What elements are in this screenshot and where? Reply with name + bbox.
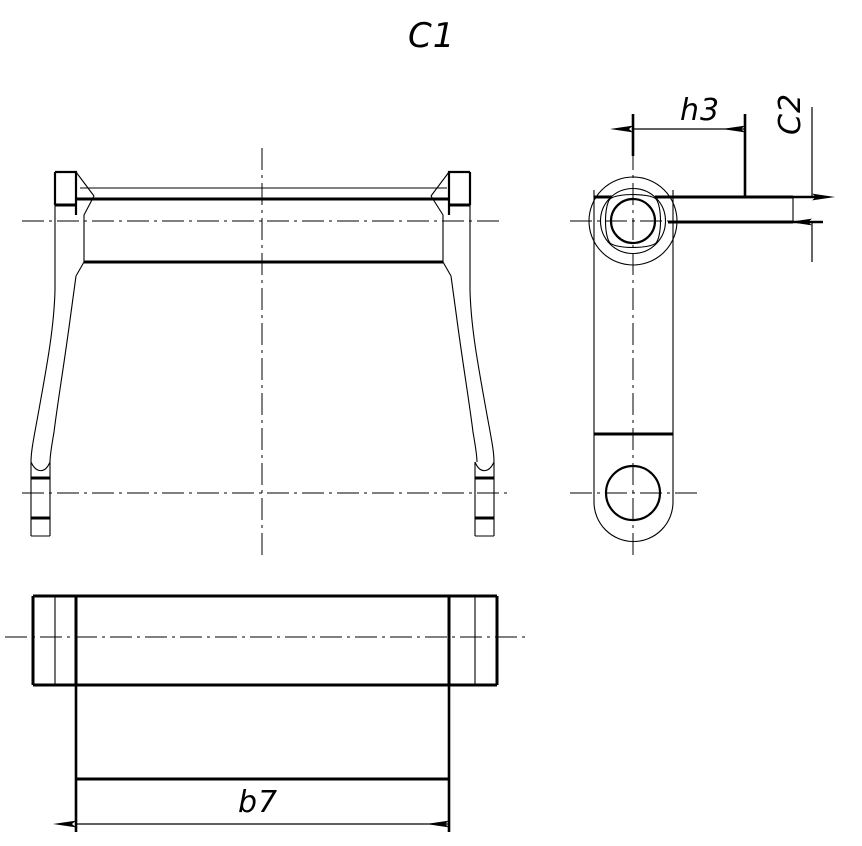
- dimension-c2-label: C2: [773, 93, 808, 135]
- front-view: [22, 148, 510, 560]
- dimension-h3-label: h3: [680, 93, 720, 128]
- dimension-h3: h3: [610, 93, 747, 197]
- plan-projection-lines: [74, 685, 451, 832]
- dimension-b7-label: b7: [238, 785, 278, 820]
- front-left-leg: [30, 205, 77, 537]
- side-view-centerlines: [570, 148, 720, 560]
- front-right-collar: [430, 170, 472, 215]
- plan-right-collar: [447, 596, 476, 685]
- side-flange-plate: [660, 195, 794, 224]
- front-left-collar: [53, 170, 95, 215]
- plan-left-collar: [54, 596, 78, 685]
- side-bearing-boss: [588, 176, 678, 266]
- dimension-b7: b7: [53, 785, 449, 828]
- dimension-c2: C2: [770, 93, 835, 262]
- front-view-centerlines: [22, 148, 510, 560]
- plan-tube-body: [31, 594, 499, 687]
- side-pin-hole: [604, 464, 662, 522]
- side-view: [570, 148, 794, 560]
- page-title: C1: [408, 16, 455, 56]
- front-cross-tube: [75, 187, 452, 277]
- plan-view: [5, 594, 528, 832]
- front-right-leg: [450, 205, 495, 537]
